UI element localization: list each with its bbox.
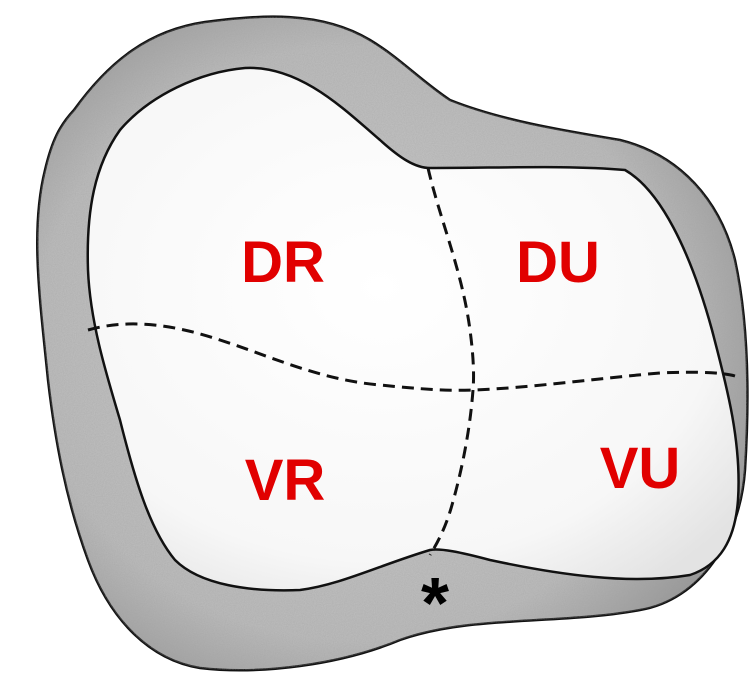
asterisk-marker: * (421, 564, 449, 644)
label-vr: VR (245, 448, 326, 513)
label-du: DU (516, 230, 600, 295)
label-dr: DR (241, 230, 325, 295)
label-vu: VU (600, 436, 681, 501)
